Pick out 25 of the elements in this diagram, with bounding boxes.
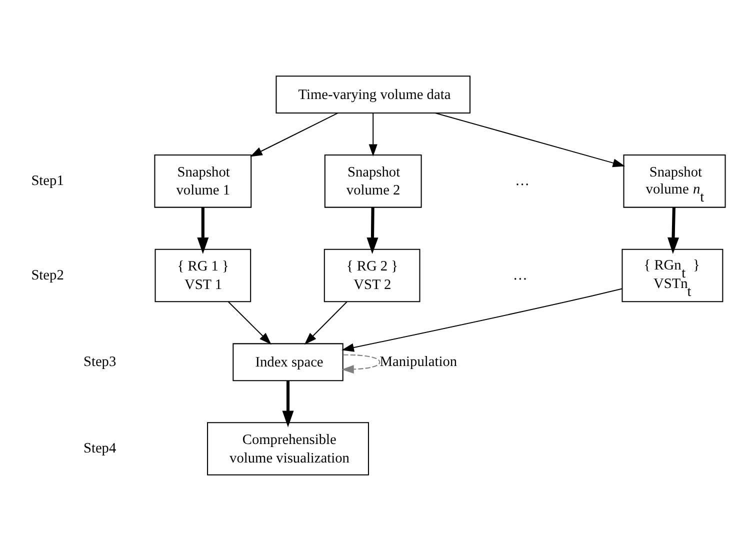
arrow <box>282 380 294 428</box>
arrow <box>342 288 622 352</box>
arrow <box>366 207 378 254</box>
arrow <box>435 112 626 168</box>
node-box: { RG 2 } VST 2 <box>324 248 420 302</box>
arrow <box>304 302 348 345</box>
label: Step3 <box>83 354 116 370</box>
arrow <box>228 302 272 345</box>
label: … <box>515 172 530 189</box>
node-box: Snapshot volume 2 <box>324 154 422 208</box>
node-box: Comprehensible volume visualization <box>207 422 369 476</box>
label: … <box>513 267 528 284</box>
label: Step1 <box>31 172 64 189</box>
label: Step2 <box>31 267 64 284</box>
arrow <box>197 207 209 254</box>
node-box: Time-varying volume data <box>276 76 470 114</box>
arrow <box>668 207 680 254</box>
label: Step4 <box>83 440 116 457</box>
node-box: { RG 1 } VST 1 <box>154 248 252 302</box>
arrow <box>250 112 338 157</box>
arrow <box>342 354 380 374</box>
node-box: Index space <box>232 343 344 382</box>
arrow <box>368 113 378 157</box>
node-box: Snapshot volume 1 <box>154 154 252 208</box>
edge-label: Manipulation <box>380 354 458 370</box>
